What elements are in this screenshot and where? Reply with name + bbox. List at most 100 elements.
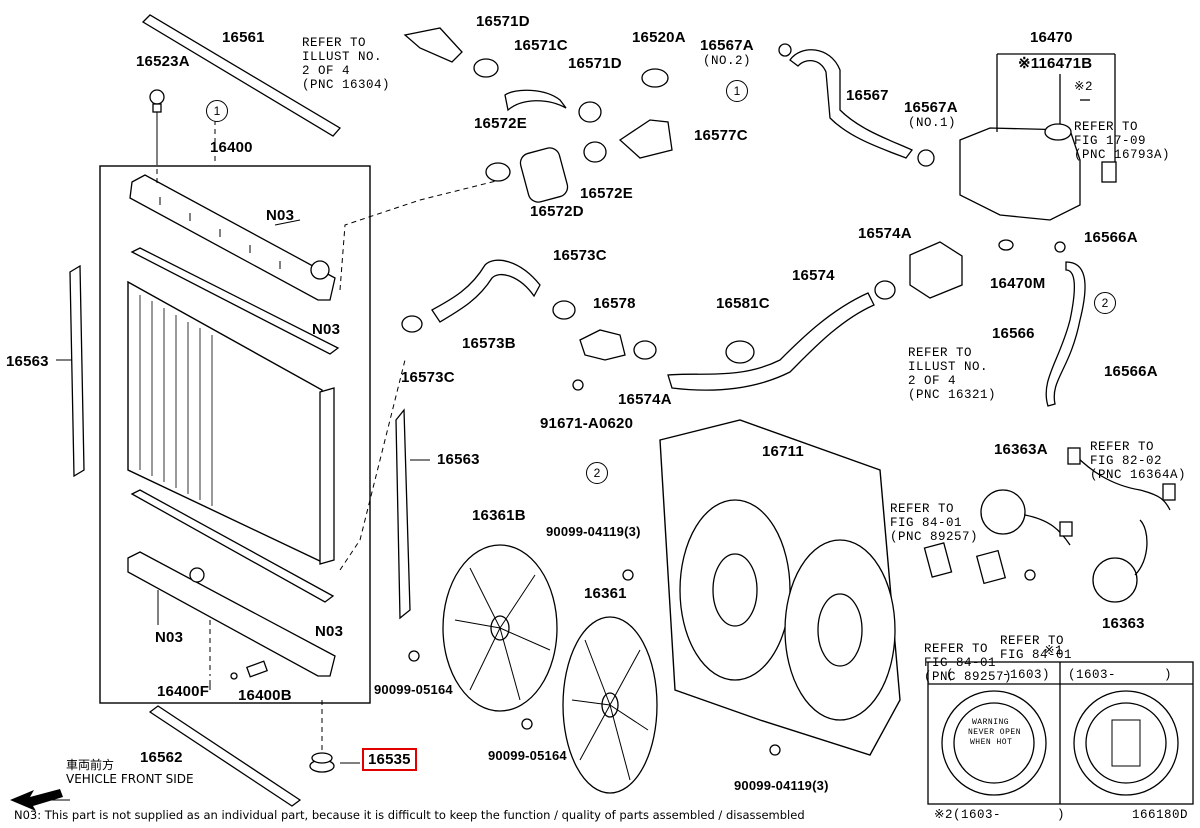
motor-16363A [980,489,1026,535]
radiator-upper-tank [129,174,336,301]
reservoir-16470 [959,127,1081,221]
part-16470[interactable]: 16470 [1030,29,1073,46]
cap-warning-line1: WARNING [972,718,1010,727]
part-16572E[interactable]: 16572E [474,115,527,132]
part-16574A[interactable]: 16574A [618,391,672,408]
part-16471B[interactable]: ※116471B [1018,55,1093,72]
radiator-assembly-box [99,165,371,704]
marker-1-left: 1 [206,100,228,122]
outlet-16577C [618,119,673,159]
part-16574A-2[interactable]: 16574A [858,225,912,242]
note-1-mark: ※1 [1044,644,1063,658]
radiator-support-seal-lower [148,705,302,807]
part-16573C[interactable]: 16573C [553,247,607,264]
label-no2: (NO.2) [703,54,752,68]
inlet-16304 [403,27,463,63]
part-16535[interactable]: 16535 [362,748,417,771]
part-90099-04119-lower[interactable]: 90099-04119(3) [734,778,829,793]
part-N03-lower-seal[interactable]: N03 [315,623,344,640]
inset-note2: ※2(1603- ) [934,808,1065,822]
cap-16520A [641,68,669,88]
inset-col2-header: (1603- ) [1068,668,1173,682]
part-16581C[interactable]: 16581C [716,295,770,312]
reservoir-cap [1044,123,1072,141]
upper-tank-outlet [310,260,330,280]
part-16563-right[interactable]: 16563 [437,451,480,468]
part-16563-left[interactable]: 16563 [6,353,49,370]
part-16400B[interactable]: 16400B [238,687,292,704]
part-16711[interactable]: 16711 [762,443,804,460]
part-N03-lower-tank[interactable]: N03 [155,629,184,646]
part-16577C[interactable]: 16577C [694,127,748,144]
hose-16566 [1045,261,1086,407]
hose-16574 [667,292,875,391]
radiator-support-seal-upper [141,14,342,137]
diagram-code: 166180D [1132,808,1189,822]
part-16400F[interactable]: 16400F [157,683,210,700]
footnote-n03: N03: This part is not supplied as an ind… [14,808,805,822]
part-16520A[interactable]: 16520A [632,29,686,46]
highlight-box: 16535 [362,748,417,771]
part-16567A-no1[interactable]: 16567A [904,99,958,116]
part-16363[interactable]: 16363 [1102,615,1145,632]
part-16561[interactable]: 16561 [222,29,265,46]
outlet-16321 [909,241,963,299]
part-16573B[interactable]: 16573B [462,335,516,352]
part-16523A[interactable]: 16523A [136,53,190,70]
part-N03-upper[interactable]: N03 [266,207,295,224]
part-16361B[interactable]: 16361B [472,507,526,524]
part-16573C-2[interactable]: 16573C [401,369,455,386]
part-16361[interactable]: 16361 [584,585,627,602]
cap-warning-line2: NEVER OPEN [968,728,1022,737]
part-16400[interactable]: 16400 [210,139,253,156]
part-N03-seal[interactable]: N03 [312,321,341,338]
part-16566A-2[interactable]: 16566A [1104,363,1158,380]
part-90099-05164-right[interactable]: 90099-05164 [488,748,567,763]
part-16363A[interactable]: 16363A [994,441,1048,458]
vehicle-front-arrow [10,789,63,811]
part-16572D[interactable]: 16572D [530,203,584,220]
motor-16363 [1092,557,1138,603]
part-16571D-2[interactable]: 16571D [568,55,622,72]
hose-16567 [789,49,914,159]
vehicle-front-jp: 車両前方 [66,758,115,772]
side-seal-left [69,264,85,478]
part-16567A-no2[interactable]: 16567A [700,37,754,54]
marker-2-right: 2 [1094,292,1116,314]
part-16566A[interactable]: 16566A [1084,229,1138,246]
side-seal-right [395,408,411,620]
part-16572E-2[interactable]: 16572E [580,185,633,202]
marker-1-right: 1 [726,80,748,102]
part-16571C[interactable]: 16571C [514,37,568,54]
part-16470M[interactable]: 16470M [990,275,1046,292]
cap-warning-line3: WHEN HOT [970,738,1013,747]
part-16574[interactable]: 16574 [792,267,835,284]
radiator-lower-tank [127,551,336,677]
part-16562[interactable]: 16562 [140,749,183,766]
marker-2-bottom: 2 [586,462,608,484]
part-90099-05164-left[interactable]: 90099-05164 [374,682,453,697]
hose-16573B [431,259,541,323]
part-90099-04119-upper[interactable]: 90099-04119(3) [546,524,641,539]
joint-16578 [579,329,626,361]
part-16571D[interactable]: 16571D [476,13,530,30]
vehicle-front-en: VEHICLE FRONT SIDE [66,772,194,786]
radiator-core [127,280,323,564]
part-16566[interactable]: 16566 [992,325,1035,342]
part-91671-A0620[interactable]: 91671-A0620 [540,415,634,432]
note-2-mark: ※2 [1074,80,1093,94]
clamp-16581C [725,340,755,364]
part-16578[interactable]: 16578 [593,295,636,312]
inset-col1-header: ( -1603) [946,668,1051,682]
part-16567[interactable]: 16567 [846,87,889,104]
label-no1: (NO.1) [908,116,957,130]
